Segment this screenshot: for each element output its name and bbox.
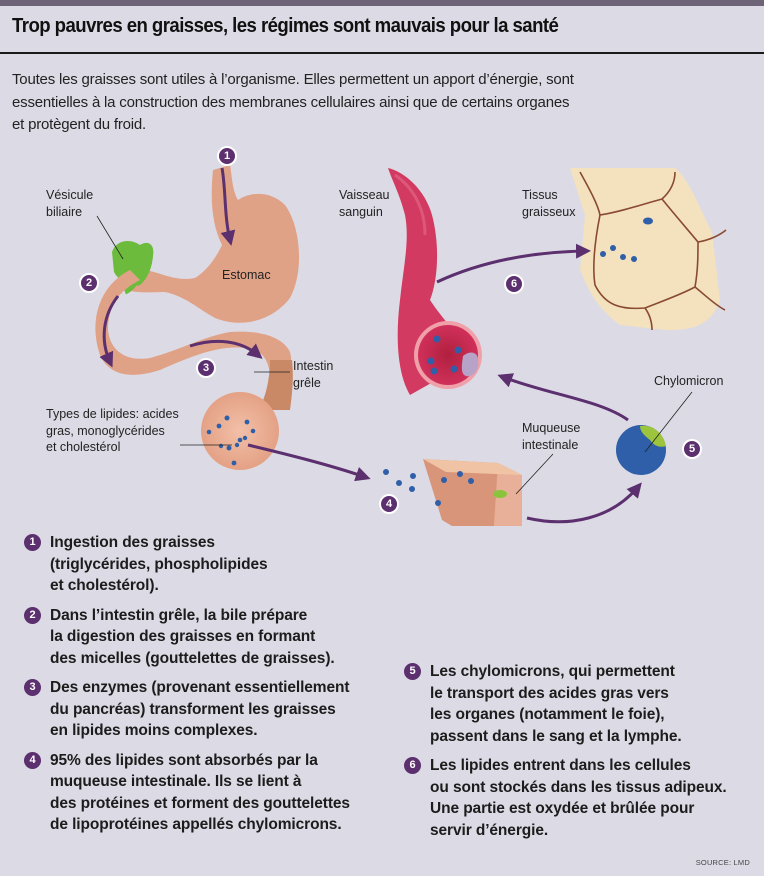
step-badge-5: 5 — [682, 439, 702, 459]
fat-tissue-illustration — [436, 168, 727, 331]
label-vaisseau-sanguin: Vaisseau sanguin — [339, 187, 390, 220]
title-divider — [0, 52, 764, 54]
step-text-line: du pancréas) transforment les graisses — [50, 700, 336, 718]
step-text-line: des protéines et forment des gouttelette… — [50, 794, 350, 812]
step-6: 6 Les lipides entrent dans les cellules … — [404, 755, 754, 841]
step-text-line: Dans l’intestin grêle, la bile prépare — [50, 606, 308, 624]
step-text-line: Une partie est oxydée et brûlée pour — [430, 800, 695, 817]
step-text-line: passent dans le sang et la lymphe. — [430, 727, 682, 745]
step-4: 4 95% des lipides sont absorbés par la m… — [24, 750, 384, 836]
page-title: Trop pauvres en graisses, les régimes so… — [12, 15, 559, 37]
step-badge-6: 6 — [504, 274, 524, 294]
blood-vessel-illustration — [388, 168, 482, 395]
label-line: et cholestérol — [46, 440, 121, 454]
label-line: Vaisseau — [339, 188, 390, 202]
step-text-line: le transport des acides gras vers — [430, 684, 669, 702]
label-line: Intestin — [293, 359, 334, 373]
intro-paragraph: Toutes les graisses sont utiles à l’orga… — [12, 69, 732, 137]
label-types-lipides: Types de lipides: acides gras, monoglycé… — [46, 406, 179, 456]
label-line: intestinale — [522, 437, 579, 452]
step-1: 1 Ingestion des graisses (triglycérides,… — [24, 532, 384, 597]
gallbladder-illustration — [112, 240, 154, 286]
step-number-icon: 2 — [24, 606, 41, 624]
step-text-line: en lipides moins complexes. — [50, 722, 258, 739]
label-line: sanguin — [339, 204, 383, 219]
label-vesicule-biliaire: Vésicule biliaire — [46, 187, 93, 220]
chylomicron-illustration — [497, 373, 693, 475]
steps-left-column: 1 Ingestion des graisses (triglycérides,… — [24, 532, 384, 844]
intro-line: essentielles à la construction des membr… — [12, 93, 570, 111]
intestinal-mucosa-illustration — [383, 453, 642, 526]
step-text-line: et cholestérol). — [50, 577, 159, 594]
stomach-illustration — [118, 165, 300, 323]
step-number-icon: 4 — [24, 751, 41, 769]
steps-right-column: 5 Les chylomicrons, qui permettent le tr… — [404, 661, 754, 849]
step-badge-2: 2 — [79, 273, 99, 293]
step-number-icon: 3 — [24, 679, 41, 696]
label-line: Muqueuse — [522, 421, 581, 435]
intestine-cross-section — [180, 392, 371, 482]
step-badge-3: 3 — [196, 358, 216, 378]
label-intestin-grele: Intestin grêle — [293, 358, 333, 391]
step-text-line: les organes (notamment le foie), — [430, 706, 665, 723]
step-number-icon: 6 — [404, 757, 421, 774]
label-line: Tissus — [522, 188, 558, 202]
label-estomac: Estomac — [222, 268, 271, 282]
label-line: graisseux — [522, 204, 576, 219]
step-badge-4: 4 — [379, 494, 399, 514]
step-text-line: Des enzymes (provenant essentiellement — [50, 679, 350, 696]
source-credit: SOURCE: LMD — [695, 858, 750, 867]
step-text-line: de lipoprotéines appellés chylomicrons. — [50, 816, 342, 833]
step-text-line: la digestion des graisses en formant — [50, 628, 316, 645]
step-text-line: (triglycérides, phospholipides — [50, 555, 268, 573]
intro-line: Toutes les graisses sont utiles à l’orga… — [12, 71, 574, 88]
step-number-icon: 5 — [404, 663, 421, 680]
label-muqueuse-intestinale: Muqueuse intestinale — [522, 420, 580, 453]
step-text-line: Ingestion des graisses — [50, 534, 215, 551]
step-badge-1: 1 — [217, 146, 237, 166]
label-line: gras, monoglycérides — [46, 423, 165, 438]
step-5: 5 Les chylomicrons, qui permettent le tr… — [404, 661, 754, 747]
label-chylomicron: Chylomicron — [654, 374, 724, 388]
step-number-icon: 1 — [24, 534, 41, 551]
label-line: Types de lipides: acides — [46, 407, 179, 421]
step-text-line: muqueuse intestinale. Ils se lient à — [50, 773, 302, 790]
label-line: biliaire — [46, 204, 83, 219]
label-line: grêle — [293, 375, 321, 390]
top-color-bar — [0, 0, 764, 6]
step-text-line: Les chylomicrons, qui permettent — [430, 663, 675, 680]
step-text-line: ou sont stockés dans les tissus adipeux. — [430, 778, 727, 796]
label-tissus-graisseux: Tissus graisseux — [522, 187, 576, 220]
step-text-line: Les lipides entrent dans les cellules — [430, 757, 691, 774]
label-line: Vésicule — [46, 188, 94, 202]
step-text-line: 95% des lipides sont absorbés par la — [50, 751, 318, 769]
intro-line: et protègent du froid. — [12, 116, 147, 133]
step-2: 2 Dans l’intestin grêle, la bile prépare… — [24, 605, 384, 670]
digestion-diagram: Vésicule biliaire Estomac Intestin grêle… — [0, 136, 764, 526]
step-text-line: des micelles (gouttelettes de graisses). — [50, 649, 335, 667]
step-3: 3 Des enzymes (provenant essentiellement… — [24, 677, 384, 742]
step-text-line: servir d’énergie. — [430, 821, 549, 839]
